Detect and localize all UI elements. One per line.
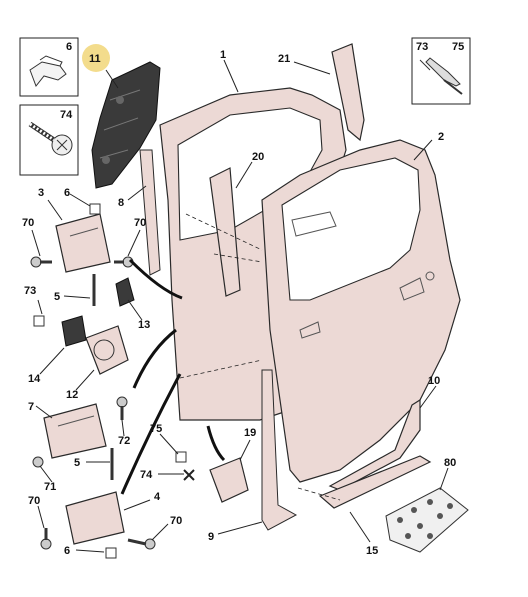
marker-square-75 bbox=[175, 451, 187, 463]
callout-73: 73 bbox=[24, 285, 36, 297]
callout-6-inset: 6 bbox=[66, 41, 72, 53]
callout-73-inset: 73 bbox=[416, 41, 428, 53]
marker-cross-74 bbox=[183, 469, 195, 481]
callout-75: 75 bbox=[150, 423, 162, 435]
callout-1: 1 bbox=[220, 49, 226, 61]
marker-square-6-bottom bbox=[105, 547, 117, 559]
inset-box-screw-74 bbox=[19, 104, 79, 176]
part-19-bracket bbox=[209, 457, 249, 503]
callout-15: 15 bbox=[366, 545, 378, 557]
cable-upper bbox=[128, 258, 183, 300]
part-21-channel bbox=[331, 43, 365, 142]
marker-square-73 bbox=[33, 315, 45, 327]
callout-70-upper-left: 70 bbox=[22, 217, 34, 229]
part-8-seal-strip bbox=[139, 149, 161, 276]
part-12-lock-module bbox=[85, 325, 129, 375]
callout-7: 7 bbox=[28, 401, 34, 413]
part-15-sill-molding bbox=[318, 455, 432, 509]
part-80-clip-kit bbox=[385, 487, 469, 553]
callout-13: 13 bbox=[138, 319, 150, 331]
callout-11: 11 bbox=[89, 53, 101, 65]
part-3-upper-hinge bbox=[55, 213, 111, 273]
part-9-seal bbox=[261, 369, 298, 531]
callout-9: 9 bbox=[208, 531, 214, 543]
callout-70-lower-left: 70 bbox=[28, 495, 40, 507]
callout-75-inset: 75 bbox=[452, 41, 464, 53]
part-7-lower-hinge bbox=[43, 403, 107, 459]
bolt-72 bbox=[116, 396, 128, 420]
bolt-70-lower-right bbox=[127, 538, 156, 550]
bolt-70-lower-left bbox=[40, 528, 52, 550]
part-14-cover bbox=[61, 315, 87, 347]
part-2-rear-door bbox=[261, 139, 461, 483]
callout-20: 20 bbox=[252, 151, 264, 163]
part-20-pillar-trim bbox=[209, 167, 241, 297]
inset-box-clip-6 bbox=[19, 37, 79, 97]
part-11-module-panel bbox=[91, 61, 161, 189]
callout-74-inset: 74 bbox=[60, 109, 73, 121]
part-10-molding bbox=[328, 398, 421, 491]
callout-80: 80 bbox=[444, 457, 456, 469]
callout-72: 72 bbox=[118, 435, 130, 447]
callout-10: 10 bbox=[428, 375, 440, 387]
cable-right bbox=[206, 425, 226, 462]
cable-middle bbox=[132, 328, 177, 389]
callout-14: 14 bbox=[28, 373, 41, 385]
callout-6-bottom: 6 bbox=[64, 545, 70, 557]
inset-box-rivet-73-75 bbox=[411, 37, 471, 105]
callout-21: 21 bbox=[278, 53, 290, 65]
callout-74: 74 bbox=[140, 469, 153, 481]
callout-71: 71 bbox=[44, 481, 56, 493]
part-13-pad bbox=[115, 277, 135, 307]
callout-70-upper-right: 70 bbox=[134, 217, 146, 229]
callout-6-top: 6 bbox=[64, 187, 70, 199]
bolt-70-upper-left bbox=[30, 256, 52, 268]
callout-70-lower-right: 70 bbox=[170, 515, 182, 527]
callout-4: 4 bbox=[154, 491, 161, 503]
callout-8: 8 bbox=[118, 197, 124, 209]
leader-lines bbox=[31, 59, 449, 553]
bolt-71 bbox=[32, 456, 44, 468]
callout-5-lower: 5 bbox=[74, 457, 80, 469]
callout-5-upper: 5 bbox=[54, 291, 60, 303]
highlight-marker-11 bbox=[82, 44, 110, 72]
cable-lower bbox=[120, 373, 182, 495]
callout-12: 12 bbox=[66, 389, 78, 401]
callout-2: 2 bbox=[438, 131, 444, 143]
marker-square-6-top bbox=[89, 203, 101, 215]
part-4-check-strap bbox=[65, 491, 125, 545]
callout-19: 19 bbox=[244, 427, 256, 439]
callout-3: 3 bbox=[38, 187, 44, 199]
